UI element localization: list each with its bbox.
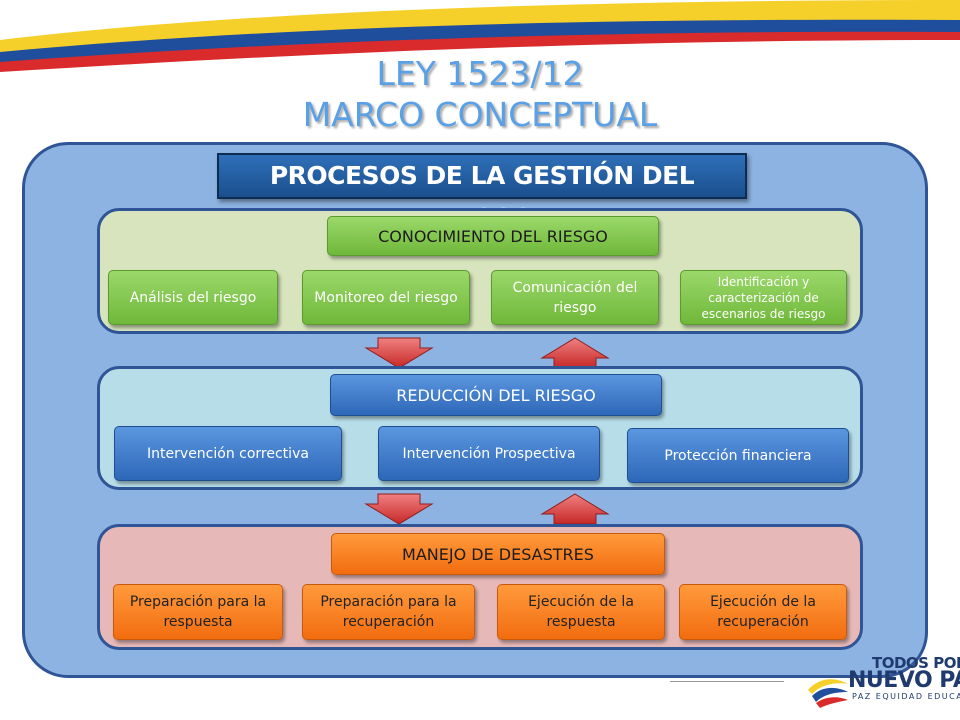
header-conocimiento: CONOCIMIENTO DEL RIESGO	[327, 216, 659, 256]
item-comunicacion: Comunicación del riesgo	[491, 270, 659, 325]
item-intervencion-prospectiva: Intervención Prospectiva	[378, 426, 600, 481]
item-ejecucion-respuesta: Ejecución de la respuesta	[497, 584, 665, 640]
slide-title-line1: LEY 1523/12	[376, 54, 584, 93]
slide-title-line2: MARCO CONCEPTUAL	[302, 95, 658, 134]
flag-banner	[0, 0, 960, 72]
arrow-up-icon	[540, 493, 610, 525]
item-identificacion: Identificación y caracterización de esce…	[680, 270, 847, 325]
item-proteccion-financiera: Protección financiera	[627, 428, 849, 483]
processes-banner: PROCESOS DE LA GESTIÓN DEL RIESGO	[217, 153, 747, 232]
item-preparacion-recuperacion: Preparación para la recuperación	[302, 584, 475, 640]
item-ejecucion-recuperacion: Ejecución de la recuperación	[679, 584, 847, 640]
flag-swirl-icon	[808, 679, 848, 708]
arrow-down-icon	[364, 337, 434, 369]
logo-text-line2: NUEVO PAÍS	[848, 668, 960, 693]
arrow-up-icon	[540, 337, 610, 369]
logo-text-line1: TODOS POR UN	[872, 654, 960, 672]
item-intervencion-correctiva: Intervención correctiva	[114, 426, 342, 481]
logo-text-line3: PAZ EQUIDAD EDUCACIÓN	[852, 692, 960, 701]
header-reduccion: REDUCCIÓN DEL RIESGO	[330, 374, 662, 416]
item-analisis: Análisis del riesgo	[108, 270, 278, 325]
item-preparacion-respuesta: Preparación para la respuesta	[113, 584, 283, 640]
header-manejo: MANEJO DE DESASTRES	[331, 533, 665, 575]
arrow-down-icon	[364, 493, 434, 525]
item-monitoreo: Monitoreo del riesgo	[302, 270, 470, 325]
divider-line	[670, 681, 784, 682]
